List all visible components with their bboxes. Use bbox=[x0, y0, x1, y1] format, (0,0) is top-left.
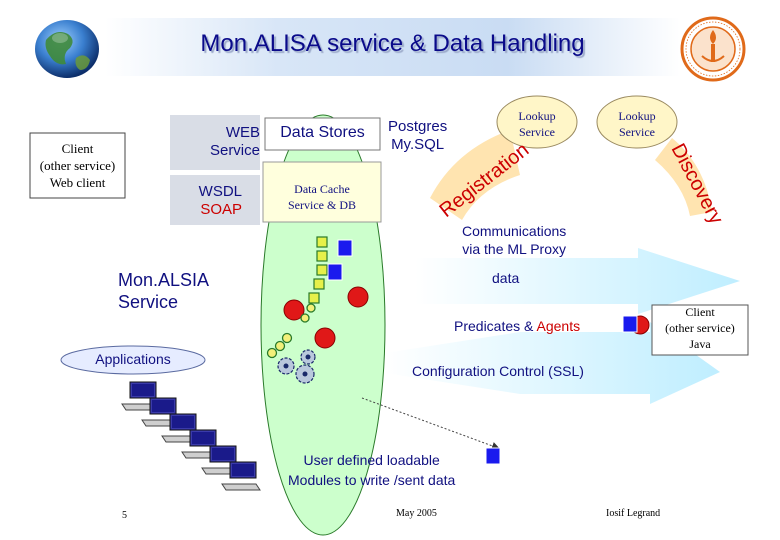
component-square bbox=[313, 278, 325, 290]
config-control-label: Configuration Control (SSL) bbox=[412, 363, 584, 379]
wsdl-soap-box bbox=[170, 175, 260, 225]
modules-connector bbox=[361, 397, 500, 450]
component-square bbox=[316, 250, 328, 262]
client-web-box bbox=[29, 132, 126, 199]
data-cache-box bbox=[262, 161, 382, 223]
footer-date: May 2005 bbox=[396, 508, 437, 519]
footer-author: Iosif Legrand bbox=[606, 508, 661, 519]
component-square bbox=[308, 292, 320, 304]
data-stores-label: Data Stores bbox=[280, 124, 365, 141]
applications-label: Applications bbox=[95, 351, 171, 367]
lookup-ellipse-1 bbox=[496, 95, 578, 149]
red-agent-icon bbox=[283, 299, 305, 321]
blue-module-square bbox=[622, 315, 638, 333]
filter-ring bbox=[274, 340, 286, 352]
workstations-icon bbox=[121, 381, 261, 491]
globe-logo-icon bbox=[35, 20, 99, 78]
filter-ring bbox=[266, 347, 278, 359]
filter-ring bbox=[306, 303, 316, 313]
registration-band bbox=[430, 130, 520, 220]
predicates-agents-label: Predicates & Agents bbox=[454, 318, 581, 334]
blue-module-square bbox=[485, 447, 501, 465]
client-java-box bbox=[651, 304, 749, 356]
title-banner bbox=[105, 18, 680, 76]
discovery-band bbox=[655, 138, 712, 216]
filter-ring bbox=[281, 332, 293, 344]
component-square bbox=[316, 264, 328, 276]
page-title: Mon.ALISA service & Data Handling bbox=[200, 30, 585, 57]
web-service-box bbox=[170, 115, 260, 170]
blue-module-square bbox=[337, 239, 353, 257]
data-label: data bbox=[492, 270, 520, 286]
data-arrow bbox=[415, 248, 740, 314]
blue-module-square bbox=[327, 263, 343, 281]
red-agent-icon bbox=[314, 327, 336, 349]
lookup-ellipse-2 bbox=[596, 95, 678, 149]
component-square bbox=[316, 236, 328, 248]
page-number: 5 bbox=[122, 510, 127, 521]
red-agent-icon bbox=[347, 286, 369, 308]
config-arrow bbox=[385, 322, 720, 404]
applications-ellipse bbox=[60, 345, 206, 375]
client-web-label: Client(other service)Web client bbox=[39, 141, 116, 190]
filter-ring bbox=[300, 313, 310, 323]
data-stores-box bbox=[264, 117, 381, 151]
caltech-seal-icon bbox=[680, 16, 746, 82]
client-java-label: Client(other service)Java bbox=[665, 305, 735, 351]
